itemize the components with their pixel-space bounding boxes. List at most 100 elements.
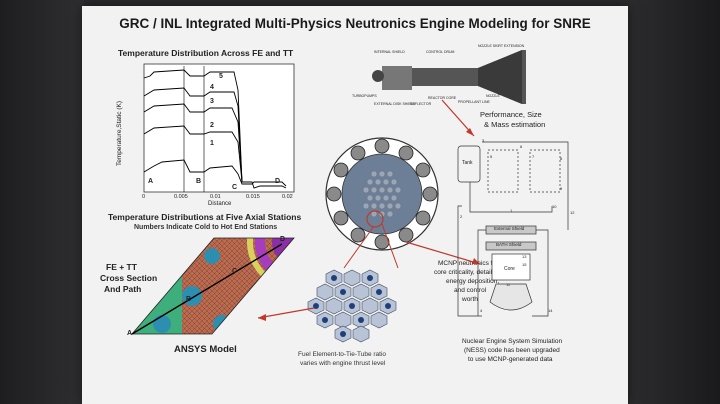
ness-node-14: 14: [548, 308, 553, 313]
curve-label-1: 1: [210, 140, 214, 147]
turbopump-housing: [372, 70, 384, 82]
turbopump: [382, 66, 412, 90]
arrow-core-to-ness: [405, 241, 481, 265]
region-label-d: D: [275, 178, 281, 185]
fuel-element-array: [362, 170, 402, 218]
engine-label-turbopumps: TURBOPUMPS: [352, 94, 377, 98]
fuel-line-2: varies with engine thrust level: [300, 360, 386, 367]
temp-plot-xlabel: Distance: [208, 201, 232, 207]
ness-line-1: Nuclear Engine System Simulation: [462, 338, 563, 345]
engine-label-reactor-core: REACTOR CORE: [428, 96, 457, 100]
mcnp-line-2: core criticality, detailed: [434, 269, 500, 276]
ness-node-3: 3: [482, 138, 485, 143]
path-point-a: A: [127, 330, 133, 337]
engine-label-external-shield: EXTERNAL DISK SHIELD: [374, 102, 416, 106]
x-tick-2: 0.01: [210, 194, 221, 200]
ness-node-13: 13: [522, 254, 527, 259]
curve-label-5: 5: [219, 73, 223, 80]
ness-external-shield-label: External Shield: [494, 226, 525, 231]
fuel-element-hex: [316, 283, 334, 301]
core-box: [491, 253, 531, 281]
ness-node-5: 5: [490, 154, 493, 159]
fuel-element-hex: [352, 283, 370, 301]
curve-label-2: 2: [210, 122, 214, 129]
presentation-slide: GRC / INL Integrated Multi-Physics Neutr…: [82, 6, 628, 404]
ness-core-label: Core: [504, 266, 515, 272]
ness-node-4: 4: [480, 308, 483, 313]
mcnp-line-4: and control: [454, 287, 487, 294]
ness-node-7: 7: [532, 154, 535, 159]
nozzle-shape: [489, 283, 533, 311]
flow-line: [482, 141, 569, 230]
x-tick-0: 0: [142, 194, 146, 200]
zoom-line: [343, 225, 375, 269]
arrow-to-fe-tt: [257, 307, 315, 319]
zoom-line: [381, 223, 399, 269]
slide-title: GRC / INL Integrated Multi-Physics Neutr…: [119, 16, 591, 31]
fe-tt-label-3: And Path: [104, 284, 142, 294]
engine-drawing: [372, 50, 526, 104]
ness-node-11: 11: [506, 282, 511, 287]
fuel-element-hex: [334, 311, 352, 329]
bath-shield: [485, 241, 537, 251]
ness-node-12: 12: [570, 210, 575, 215]
arrow-head: [466, 128, 474, 136]
ness-node-6: 6: [520, 144, 523, 149]
tie-tubes: [313, 275, 391, 337]
performance-line-2: & Mass estimation: [484, 120, 546, 129]
ness-node-10: 10: [552, 204, 557, 209]
background-left: [0, 0, 84, 404]
flow-line: [477, 229, 486, 316]
control-drums: [326, 138, 438, 250]
ness-node-8: 8: [560, 156, 563, 161]
fe-boundary: [131, 237, 295, 335]
mcnp-line-5: worth: [462, 296, 478, 303]
tank: [457, 145, 481, 183]
path-line: [131, 243, 283, 335]
coolant-channel: [204, 248, 220, 264]
engine-label-control-drum: CONTROL DRUM: [426, 50, 455, 54]
region-label-a: A: [148, 178, 154, 185]
ness-schematic: [457, 141, 569, 317]
ness-node-2: 2: [460, 214, 463, 219]
fuel-element-hex: [352, 325, 370, 343]
curve-label-4: 4: [210, 84, 214, 91]
ness-tank-label: Tank: [462, 160, 473, 166]
x-tick-4: 0.02: [282, 194, 293, 200]
arrow-head: [258, 314, 266, 321]
ness-line-2: (NESS) code has been upgraded: [464, 347, 560, 354]
fuel-element-hex: [370, 311, 388, 329]
fuel-element-hex: [325, 297, 343, 315]
curve-label-3: 3: [210, 98, 214, 105]
region-label-c: C: [232, 184, 238, 191]
x-tick-3: 0.015: [246, 194, 260, 200]
zoom-highlight-circle: [366, 210, 384, 228]
axial-title: Temperature Distributions at Five Axial …: [108, 212, 302, 222]
performance-line-1: Performance, Size: [480, 110, 542, 119]
flow-line: [457, 205, 482, 317]
engine-label-nozzle-skirt: NOZZLE SKIRT EXTENSION: [478, 44, 525, 48]
temp-plot: [143, 63, 295, 193]
reactor-core: [341, 153, 423, 235]
flow-line: [469, 182, 553, 213]
engine-label-propellant-line: PROPELLANT LINE: [458, 100, 490, 104]
ness-node-9: 9: [560, 186, 563, 191]
fuel-element-hex: [361, 297, 379, 315]
tie-tube-ring: [255, 238, 294, 283]
x-tick-1: 0.005: [174, 194, 188, 200]
temp-plot-frame: [143, 63, 295, 193]
fuel-element-cluster: [257, 99, 481, 343]
engine-label-reflector: REFLECTOR: [410, 102, 432, 106]
temp-curve-1: [143, 159, 287, 187]
engine-label-internal-shield: INTERNAL SHIELD: [374, 50, 405, 54]
mcnp-line-3: energy deposition,: [446, 278, 500, 285]
turbopump-right: [529, 149, 561, 193]
ansys-model-label: ANSYS Model: [174, 344, 237, 355]
ness-node-15: 15: [522, 262, 527, 267]
ness-bath-shield-label: BATH Shield: [496, 242, 522, 247]
path-point-c: C: [232, 268, 238, 275]
fuel-line-1: Fuel Element-to-Tie-Tube ratio: [298, 351, 387, 358]
core-cross-section: [325, 137, 439, 269]
tie-tube-ring: [247, 238, 294, 291]
ness-node-1: 1: [510, 208, 513, 213]
